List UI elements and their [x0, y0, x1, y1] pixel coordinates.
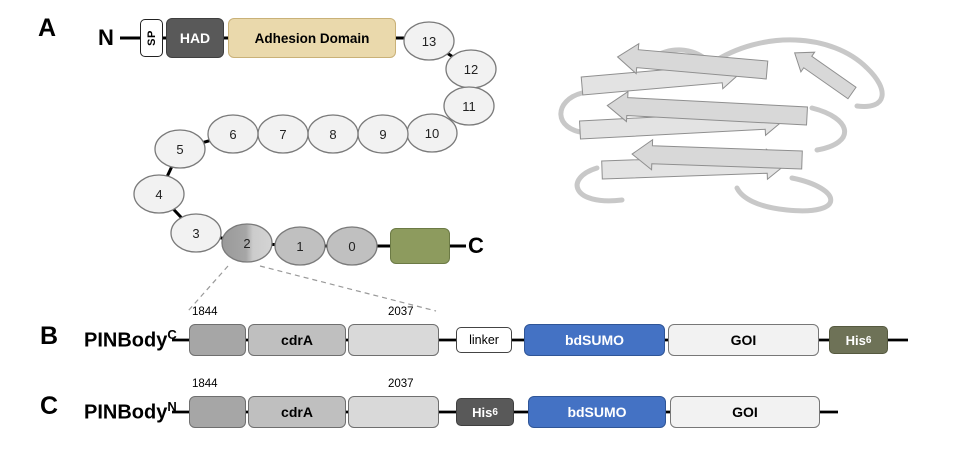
construct-name-superscript: N [167, 399, 177, 414]
beta-strand [616, 42, 769, 80]
cdra-nflank-segment-c [189, 396, 246, 428]
bdsumo-label-c: bdSUMO [567, 404, 627, 420]
his-label-c: His [472, 404, 493, 420]
panel-a-label: A [38, 14, 57, 42]
beta-strand [606, 90, 808, 126]
repeat-ellipse [274, 226, 326, 266]
dashed-callout-right [259, 265, 437, 312]
goi-label-b: GOI [730, 332, 757, 348]
repeat-node-2: 2 [221, 223, 273, 263]
repeat-label: 6 [229, 127, 236, 142]
repeat-ellipse [326, 226, 378, 266]
repeat-node-8: 8 [307, 114, 359, 154]
repeat-ellipse [207, 114, 259, 154]
bdsumo-segment-c: bdSUMO [528, 396, 666, 428]
repeat-node-6: 6 [207, 114, 259, 154]
his-label-b: His [845, 332, 866, 348]
repeat-ellipse [221, 223, 273, 263]
panel-b-label: B [40, 322, 59, 350]
repeat-ellipse [403, 21, 455, 61]
cdra-segment-b: cdrA [248, 324, 346, 356]
repeat-label: 2 [243, 236, 250, 251]
bdsumo-segment-b: bdSUMO [524, 324, 665, 356]
repeat-label: 8 [329, 127, 336, 142]
goi-segment-b: GOI [668, 324, 819, 356]
repeat-node-3: 3 [170, 213, 222, 253]
ribbon-loop [574, 165, 625, 204]
repeat-label: 0 [348, 239, 355, 254]
repeat-node-5: 5 [154, 129, 206, 169]
ribbon-loop [709, 37, 885, 109]
repeat-label: 4 [155, 187, 162, 202]
goi-label-c: GOI [732, 404, 758, 420]
repeat-node-12: 12 [445, 49, 497, 89]
repeat-label: 10 [425, 126, 439, 141]
residue-start-label-c: 1844 [192, 378, 218, 390]
had-domain-label: HAD [179, 30, 211, 46]
repeat-node-1: 1 [274, 226, 326, 266]
cdra-nflank-segment-b [189, 324, 246, 356]
repeat-label: 13 [422, 34, 436, 49]
cdra-label-c: cdrA [281, 404, 313, 420]
ribbon-loop [558, 90, 590, 136]
repeat-ellipse [443, 86, 495, 126]
cdra-cflank-segment-c [348, 396, 439, 428]
repeat-ellipse [133, 174, 185, 214]
c-terminal-domain-box [390, 228, 450, 264]
repeat-node-7: 7 [257, 114, 309, 154]
repeat-label: 5 [176, 142, 183, 157]
repeat-node-13: 13 [403, 21, 455, 61]
sp-domain-box: SP [140, 19, 163, 57]
beta-strand [631, 138, 803, 171]
residue-end-label-b: 2037 [388, 306, 414, 318]
construct-name-superscript: C [167, 327, 177, 342]
protein-ribbon-structure [558, 37, 885, 214]
repeat-label: 12 [464, 62, 478, 77]
repeat-label: 7 [279, 127, 286, 142]
residue-start-label-b: 1844 [192, 306, 218, 318]
repeat-node-0: 0 [326, 226, 378, 266]
repeat-node-10: 10 [406, 113, 458, 153]
dashed-callout-left [187, 265, 229, 312]
sp-domain-label: SP [145, 30, 158, 46]
cdra-segment-c: cdrA [248, 396, 346, 428]
adhesion-domain-box: Adhesion Domain [228, 18, 396, 58]
repeat-label: 9 [379, 127, 386, 142]
cdra-label-b: cdrA [281, 332, 313, 348]
repeat-node-11: 11 [443, 86, 495, 126]
beta-strand [793, 51, 857, 100]
construct-name-text: PINBody [84, 329, 168, 352]
panel-c-label: C [40, 392, 59, 420]
bdsumo-label-b: bdSUMO [564, 332, 625, 348]
repeat-label: 11 [462, 99, 476, 114]
linker-label: linker [469, 333, 499, 347]
cdra-cflank-segment-b [348, 324, 439, 356]
goi-segment-c: GOI [670, 396, 820, 428]
ribbon-loop [734, 175, 834, 214]
repeat-ellipse [154, 129, 206, 169]
construct-name-text: PINBody [84, 401, 168, 424]
repeat-label: 3 [192, 226, 199, 241]
repeat-label: 1 [296, 239, 303, 254]
n-terminus-label: N [98, 25, 114, 50]
his-subscript-c: 6 [492, 406, 498, 418]
repeat-node-4: 4 [133, 174, 185, 214]
had-domain-box: HAD [166, 18, 224, 58]
repeat-node-9: 9 [357, 114, 409, 154]
his-subscript-b: 6 [865, 334, 872, 346]
construct-name-pinbody-n: PINBodyN [84, 399, 177, 425]
ribbon-loop [809, 105, 848, 153]
construct-name-pinbody-c: PINBodyC [84, 327, 177, 353]
repeat-ellipse [170, 213, 222, 253]
residue-end-label-c: 2037 [388, 378, 414, 390]
c-terminus-label: C [468, 233, 484, 258]
linker-segment-b: linker [456, 327, 512, 353]
adhesion-domain-label: Adhesion Domain [254, 30, 370, 46]
